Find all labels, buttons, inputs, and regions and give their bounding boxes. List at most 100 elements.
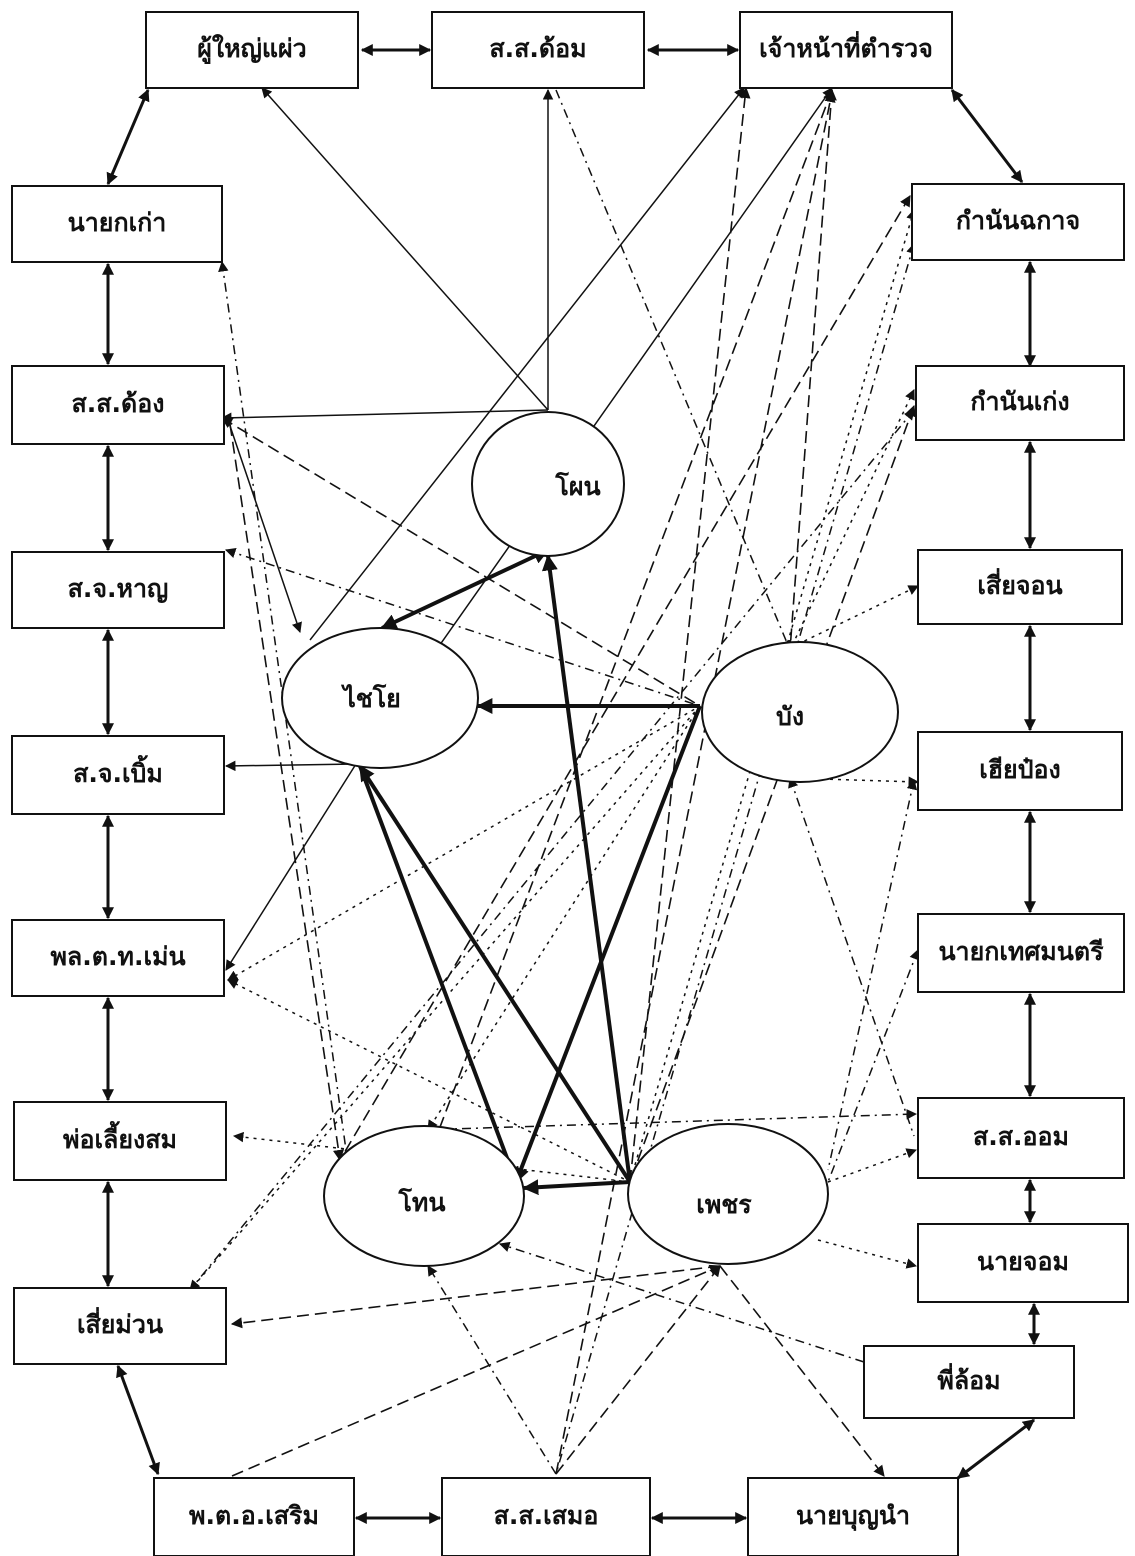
node-ss-samoe: ส.ส.เสมอ: [441, 1477, 651, 1556]
edge-chaiyo-sjboem: [224, 760, 357, 772]
link-philom-bunnam: [957, 1418, 1035, 1480]
edge-chaiyo-polman: [225, 763, 357, 971]
edge-kamnan-sssamoe: [555, 242, 917, 1475]
node-label: ผู้ใหญ่แผ่ว: [197, 33, 306, 65]
edge-police-thon: [419, 88, 834, 1181]
edge-ssdong-chaiyo: [227, 419, 302, 633]
node-label: พล.ต.ท.เม่น: [50, 942, 185, 971]
edge-bang-siamuan: [189, 705, 701, 1291]
edge-chaiyo-police: [309, 87, 745, 641]
edge-thon-chaiyo: [358, 765, 519, 1184]
node-pho-liang-som: พ่อเลี้ยงสม: [13, 1101, 227, 1181]
edge-philom-thon: [499, 1241, 865, 1363]
node-label: โทน: [398, 1187, 446, 1217]
node-ss-dom: ส.ส.ด้อม: [431, 11, 645, 89]
edge-sssamoe-police: [555, 90, 836, 1475]
edge-posoem-phet: [231, 1264, 722, 1477]
node-sj-boem: ส.จ.เบิ้ม: [11, 735, 225, 815]
node-label: เสี่ยจอน: [977, 568, 1062, 600]
edge-phet-siamuan: [230, 1265, 721, 1329]
node-hia-pong: เฮียป๋อง: [917, 731, 1123, 811]
node-nai-chom: นายจอม: [917, 1223, 1129, 1303]
edge-phon-phuyai: [261, 87, 549, 411]
edge-hiapong-phet: [827, 778, 918, 1171]
node-label: กำนันฉกาจ: [956, 206, 1080, 235]
node-label: กำนันเก่ง: [970, 387, 1069, 416]
edge-phet-thon: [522, 1179, 631, 1196]
edge-phet-phon: [541, 554, 632, 1183]
edge-bang-ssom: [788, 777, 915, 1137]
edge-bang-hiapong: [789, 776, 920, 787]
node-label: เฮียป๋อง: [979, 755, 1061, 784]
edge-bang-siachon: [789, 585, 919, 649]
edge-kamnankeng-bang: [789, 389, 915, 651]
node-label: ส.จ.หาญ: [68, 574, 169, 603]
node-sia-muan: เสี่ยม่วน: [13, 1287, 227, 1365]
node-label: ไชโย: [340, 683, 401, 713]
node-label: ส.ส.ด้อง: [72, 389, 165, 418]
node-nayok-thetsamontri: นายกเทศมนตรี: [917, 913, 1125, 993]
link-siamuan-posoem: [116, 1364, 160, 1476]
node-label: นายบุญนำ: [796, 1501, 910, 1532]
node-label: พี่ล้อม: [937, 1363, 1000, 1395]
link-police-kamnanchakat: [950, 89, 1024, 183]
edge-bang-thon: [513, 705, 702, 1184]
edge-phet-naichom: [817, 1239, 918, 1269]
node-pol-man: พล.ต.ท.เม่น: [11, 919, 225, 997]
edge-polman-phet: [227, 979, 631, 1183]
edge-sssamoe-phet: [555, 1265, 721, 1475]
node-sj-han: ส.จ.หาญ: [11, 551, 225, 629]
edge-phet-police: [629, 86, 751, 1183]
edge-phet-pholiang: [232, 1131, 631, 1183]
edge-phet-ssom: [827, 1148, 917, 1183]
edge-ssdom-bang: [555, 89, 792, 651]
node-chaiyo: ไชโย: [281, 627, 479, 769]
edge-kamnankeng-posoem: [189, 409, 915, 1291]
node-label: เสี่ยม่วน: [77, 1307, 163, 1339]
node-kamnan-chakat: กำนันฉกาจ: [911, 183, 1125, 261]
edge-phon-ssdong: [220, 409, 549, 424]
node-label: นายกเทศมนตรี: [938, 937, 1104, 966]
node-bang: บัง: [701, 641, 899, 783]
node-label: โผน: [554, 471, 600, 501]
node-phet: เพชร: [627, 1123, 829, 1265]
node-ss-dong: ส.ส.ด้อง: [11, 365, 225, 445]
edge-thon-ssom: [419, 1109, 918, 1131]
node-label: นายจอม: [977, 1247, 1069, 1276]
node-phi-lom: พี่ล้อม: [863, 1345, 1075, 1419]
node-thon: โทน: [323, 1125, 525, 1267]
node-phuyai-phaeo: ผู้ใหญ่แผ่ว: [145, 11, 359, 89]
node-label: ส.ส.ออม: [973, 1122, 1069, 1151]
node-sia-chon: เสี่ยจอน: [917, 549, 1123, 625]
edge-ssdong-thon: [229, 423, 345, 1162]
node-label: เจ้าหน้าที่ตำรวจ: [759, 31, 933, 63]
edge-phet-chaiyo: [358, 764, 632, 1184]
connection-lines: [102, 44, 1040, 1524]
edge-police-bang: [789, 88, 837, 651]
edge-polman-bang: [227, 705, 701, 981]
node-phon: โผน: [471, 411, 625, 557]
edge-nayokthet-phet: [827, 949, 920, 1183]
edge-ssdong-bang: [221, 417, 701, 707]
node-nayok-kao: นายกเก่า: [11, 185, 223, 263]
node-nai-bunnam: นายบุญนำ: [747, 1477, 959, 1556]
edge-sssamoe-thon: [427, 1265, 557, 1475]
node-ss-om: ส.ส.ออม: [917, 1097, 1125, 1179]
node-po-soem: พ.ต.อ.เสริม: [153, 1477, 355, 1556]
edge-phet-bunnam: [719, 1265, 885, 1477]
node-label: พ.ต.อ.เสริม: [189, 1501, 319, 1530]
node-label: ส.ส.ด้อม: [489, 34, 586, 63]
edge-bang-thon2: [427, 705, 701, 1131]
edge-kamnan-thon: [339, 195, 911, 1161]
edge-chaiyo-phon: [380, 548, 550, 630]
node-label: ส.จ.เบิ้ม: [73, 754, 163, 788]
edge-kamnankeng-phet: [629, 404, 916, 1183]
node-label: พ่อเลี้ยงสม: [63, 1120, 177, 1154]
link-phuyai-nayokkao: [106, 88, 150, 186]
node-label: เพชร: [696, 1190, 752, 1219]
node-label: ส.ส.เสมอ: [494, 1501, 599, 1530]
node-kamnan-keng: กำนันเก่ง: [915, 365, 1125, 441]
node-label: นายกเก่า: [68, 208, 167, 237]
node-police-officer: เจ้าหน้าที่ตำรวจ: [739, 11, 953, 89]
